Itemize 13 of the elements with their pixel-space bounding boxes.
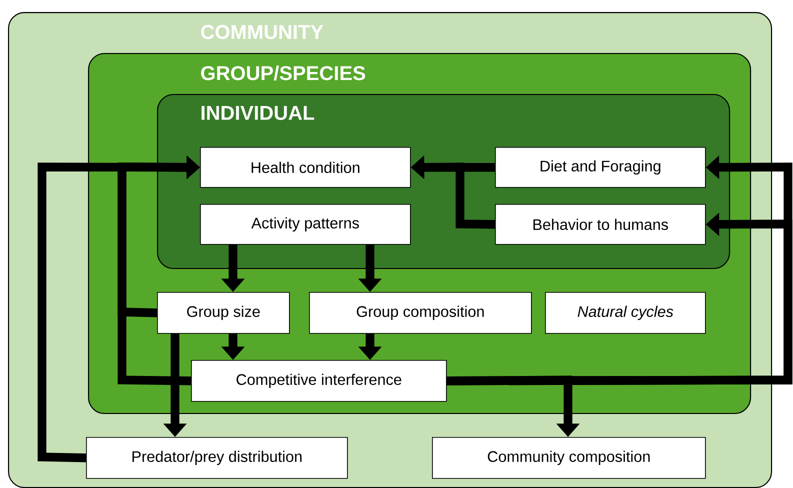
panel-heading: COMMUNITY <box>201 24 324 40</box>
text-box: Health condition <box>200 147 411 188</box>
text-box: Behavior to humans <box>495 204 706 245</box>
text-box: Group composition <box>309 292 532 334</box>
text-box: Community composition <box>432 437 706 479</box>
text-box: Competitive interference <box>191 360 447 402</box>
text-box: Predator/prey distribution <box>86 437 348 479</box>
panel-heading: INDIVIDUAL <box>202 106 314 120</box>
panel-heading: GROUP/SPECIES <box>201 66 366 80</box>
text-box: Natural cycles <box>545 292 706 334</box>
text-box: Diet and Foraging <box>495 147 706 188</box>
text-box: Activity patterns <box>200 204 411 245</box>
text-box: Group size <box>157 292 290 334</box>
